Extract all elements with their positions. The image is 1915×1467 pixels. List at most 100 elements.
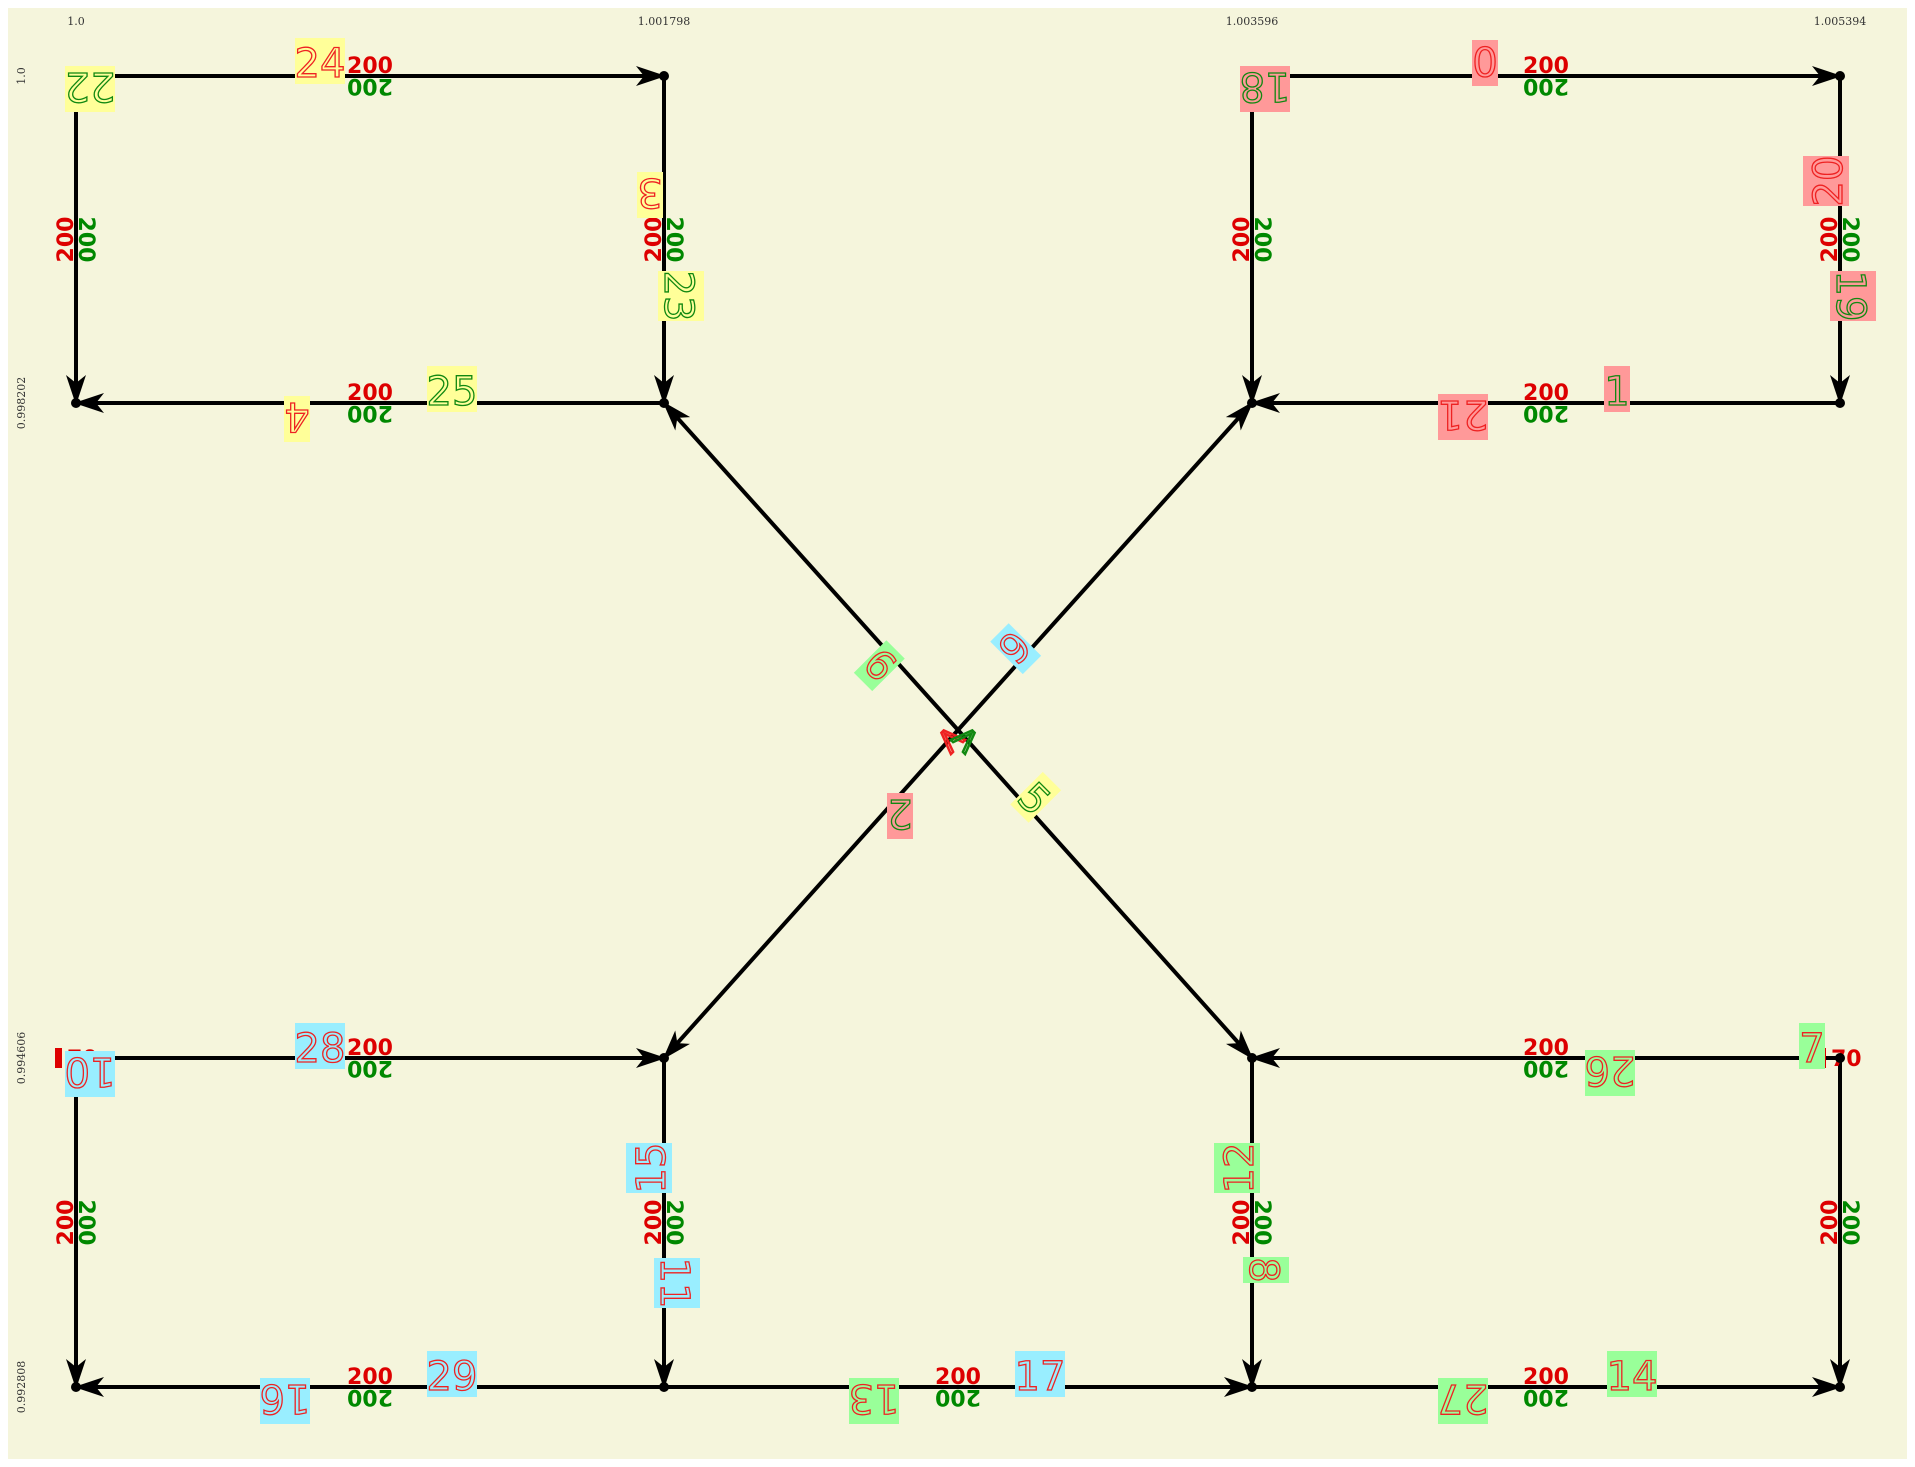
edge-id-label: 29 [426, 1351, 478, 1401]
y-tick-label: 0.994606 [15, 1032, 28, 1085]
svg-text:13: 13 [849, 1375, 900, 1421]
edge-capacity-label: 200 [935, 1384, 981, 1409]
edge-id-label: 21 [1437, 390, 1489, 440]
svg-text:4: 4 [284, 393, 309, 439]
edge-capacity-label: 200 [54, 217, 79, 263]
x-tick-label: 1.005394 [1814, 15, 1867, 28]
x-tick-label: 1.001798 [638, 15, 691, 28]
edge-capacity-label: 200 [347, 1384, 393, 1409]
edge-id-label: 25 [426, 366, 478, 416]
svg-text:24: 24 [295, 41, 346, 87]
svg-text:2: 2 [887, 790, 912, 836]
graph-node [1835, 71, 1845, 81]
edge-capacity-label: 200 [347, 73, 393, 98]
svg-text:27: 27 [1438, 1375, 1489, 1421]
edge-id-label: 13 [848, 1374, 900, 1424]
edge-id-label: 12 [1214, 1142, 1264, 1194]
svg-text:8: 8 [1240, 1257, 1286, 1282]
edge-id-label: 8 [1239, 1257, 1289, 1283]
edge-capacity-label: 200 [73, 217, 98, 263]
edge-id-label: 1 [1604, 366, 1630, 416]
svg-text:3: 3 [637, 169, 662, 215]
edge-id-label: 19 [1826, 270, 1876, 322]
edge-capacity-label: 200 [1230, 217, 1255, 263]
node-capacity-marker [55, 1048, 62, 1068]
graph-node [659, 398, 669, 408]
svg-text:14: 14 [1607, 1354, 1658, 1400]
y-tick-label: 0.992808 [15, 1361, 28, 1414]
edge-capacity-label: 200 [347, 381, 393, 406]
edge-capacity-label: 200 [661, 217, 686, 263]
edge-capacity-label: 200 [347, 1036, 393, 1061]
edge-id-label: 28 [294, 1023, 346, 1073]
edge-id-label: 17 [1014, 1351, 1066, 1401]
edge-id-label: 3 [637, 168, 663, 218]
graph-node [1247, 1053, 1257, 1063]
edge-capacity-label: 200 [73, 1200, 98, 1246]
edge-capacity-label: 200 [1837, 1200, 1862, 1246]
edge-arrow [662, 728, 960, 1060]
svg-text:18: 18 [1240, 63, 1291, 109]
graph-node [1835, 1053, 1845, 1063]
edge-capacity-label: 200 [347, 1055, 393, 1080]
svg-text:25: 25 [427, 369, 478, 415]
graph-node [71, 398, 81, 408]
svg-text:1: 1 [1604, 369, 1629, 415]
edge-id-label: 2 [887, 789, 913, 839]
svg-text:22: 22 [65, 63, 116, 109]
graph-node [659, 1382, 669, 1392]
edge-id-label: 20 [1803, 155, 1853, 207]
svg-text:15: 15 [629, 1143, 675, 1194]
edge-id-label: 27 [1437, 1374, 1489, 1424]
svg-text:21: 21 [1438, 391, 1489, 437]
edge-capacity-label: 200 [347, 400, 393, 425]
x-tick-label: 1.0 [67, 15, 85, 28]
edge-capacity-label: 200 [1818, 1200, 1843, 1246]
svg-text:26: 26 [1585, 1047, 1636, 1093]
edge-id-label: 7 [1799, 1023, 1825, 1073]
edge-id-label: 0 [1472, 36, 1498, 86]
edge-capacity-label: 200 [1230, 1200, 1255, 1246]
y-tick-label: 1.0 [15, 67, 28, 85]
edge-id-label: 14 [1606, 1351, 1658, 1401]
edge-id-label: 26 [1584, 1046, 1636, 1096]
graph-node [1835, 1382, 1845, 1392]
edge-capacity-label: 200 [661, 1200, 686, 1246]
axis-ticks: 1.0 1.001798 1.003596 1.005394 1.0 0.998202 0.… [15, 15, 1866, 1413]
x-tick-label: 1.003596 [1226, 15, 1279, 28]
edge-id-label: 23 [654, 270, 704, 322]
svg-text:17: 17 [1015, 1354, 1066, 1400]
svg-text:20: 20 [1806, 156, 1852, 207]
edge-id-label: 15 [626, 1142, 676, 1194]
edge-capacity-label: 200 [1523, 1384, 1569, 1409]
svg-text:12: 12 [1217, 1143, 1263, 1194]
edge-capacity-label: 200 [642, 1200, 667, 1246]
svg-text:28: 28 [295, 1026, 346, 1072]
edge-capacity-label: 200 [1818, 217, 1843, 263]
edge-capacity-label: 200 [347, 1365, 393, 1390]
edge-capacity-label: 200 [347, 54, 393, 79]
edge-capacity-label: 200 [54, 1200, 79, 1246]
svg-text:0: 0 [1472, 37, 1497, 83]
graph-node [71, 1382, 81, 1392]
edges-layer [66, 66, 1850, 1397]
edge-id-label: 24 [294, 38, 346, 88]
edge-capacity-label: 200 [1523, 400, 1569, 425]
svg-text:11: 11 [651, 1258, 697, 1309]
edge-capacity-label: 200 [1523, 1365, 1569, 1390]
edge-capacity-label: 200 [935, 1365, 981, 1390]
graph-node [1247, 1382, 1257, 1392]
graph-node [1247, 398, 1257, 408]
y-tick-label: 0.998202 [15, 377, 28, 430]
graph-node [659, 1053, 669, 1063]
edge-capacity-label: 200 [1249, 217, 1274, 263]
svg-text:16: 16 [260, 1375, 311, 1421]
svg-text:19: 19 [1827, 271, 1873, 322]
edge-id-label: 22 [64, 62, 116, 112]
svg-text:23: 23 [655, 271, 701, 322]
graph-node [659, 71, 669, 81]
edge-capacity-label: 200 [1523, 54, 1569, 79]
edge-capacity-label: 200 [1523, 1036, 1569, 1061]
edge-capacity-label: 200 [1249, 1200, 1274, 1246]
